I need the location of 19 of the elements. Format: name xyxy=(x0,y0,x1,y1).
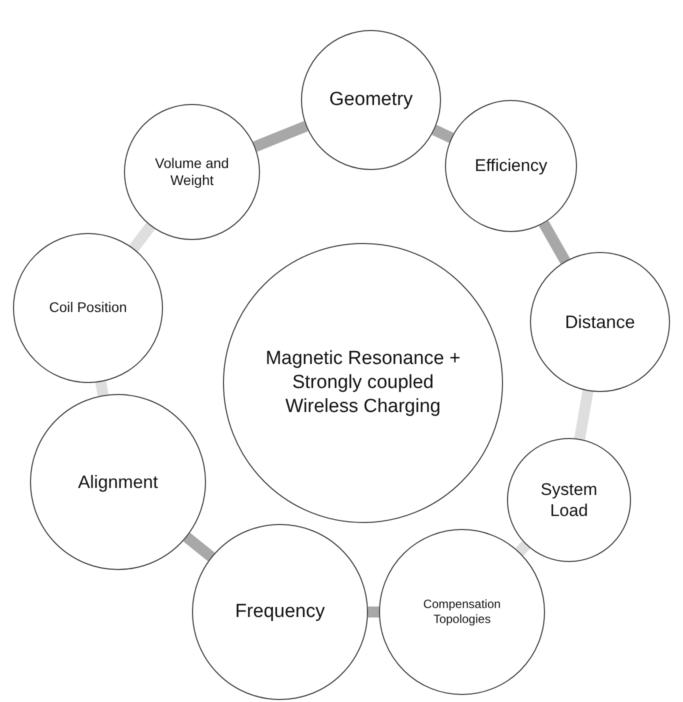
connector-bar xyxy=(432,124,454,143)
connector-bar xyxy=(95,380,108,396)
topic-label: System Load xyxy=(540,478,598,522)
connector-bar xyxy=(129,222,156,252)
topic-label: Distance xyxy=(564,310,636,334)
topic-label: Coil Position xyxy=(48,299,128,317)
connector-bar xyxy=(538,220,570,264)
connector-bar xyxy=(574,390,594,440)
connector-bar xyxy=(515,541,530,556)
topic-label: Geometry xyxy=(328,88,414,112)
topic-label: Volume and Weight xyxy=(154,154,230,190)
connector-bar xyxy=(253,121,308,152)
topic-label: Frequency xyxy=(234,600,326,624)
topic-label: Magnetic Resonance + Strongly coupled Wireless Charging xyxy=(264,347,462,419)
connector-bar xyxy=(368,606,379,618)
topic-label: Efficiency xyxy=(474,155,548,177)
connector-bar xyxy=(183,532,215,562)
topic-label: Compensation Topologies xyxy=(422,597,502,627)
topic-label: Alignment xyxy=(76,470,160,494)
